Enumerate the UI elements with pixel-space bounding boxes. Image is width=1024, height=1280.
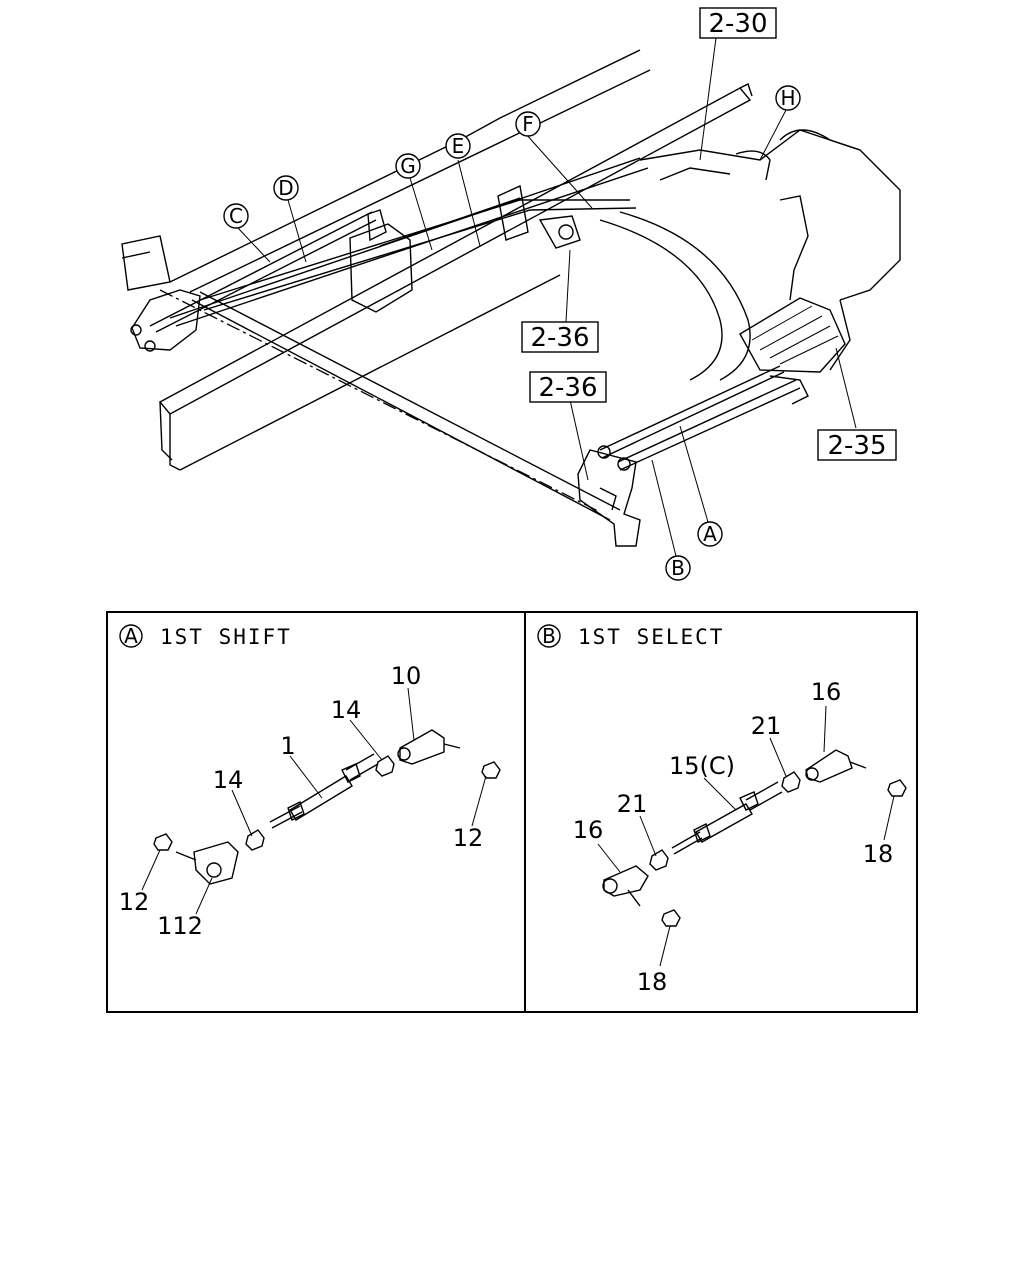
nut-14-left [245, 829, 265, 851]
rear-bracket [577, 449, 641, 547]
callout-e-letter: E [452, 134, 465, 158]
panel-b-title: 1ST SELECT [578, 625, 724, 649]
part-label-15c: 15(C) [669, 752, 735, 780]
reference-2-30-text: 2-30 [708, 9, 767, 39]
callout-h: H [775, 85, 801, 111]
ball-joint-10 [397, 729, 461, 765]
callout-c-letter: C [229, 204, 243, 228]
front-bracket [130, 209, 413, 352]
nut-21-left [649, 849, 669, 871]
reference-box-2-30[interactable]: 2-30 [699, 7, 777, 39]
shift-select-rods [597, 365, 801, 471]
select-rod-15c [671, 781, 783, 855]
callout-g-letter: G [400, 154, 416, 178]
panel-b-letter: B [542, 624, 556, 648]
ball-joint-112 [175, 841, 239, 885]
callout-h-letter: H [780, 86, 795, 110]
reference-box-2-36-bottom[interactable]: 2-36 [529, 371, 607, 403]
callout-g: G [395, 153, 421, 179]
part-label-16-left: 16 [573, 816, 604, 844]
part-label-14-left: 14 [213, 766, 244, 794]
transmission-housing [599, 129, 901, 381]
part-label-21-left: 21 [617, 790, 648, 818]
nut-18-right [887, 779, 907, 797]
part-label-14-right: 14 [331, 696, 362, 724]
callout-c: C [223, 203, 249, 229]
control-cables [149, 157, 649, 333]
nut-12-right [481, 761, 501, 779]
callout-f-letter: F [522, 112, 534, 136]
detail-panels-frame [106, 611, 918, 1013]
ball-joint-16-left [602, 865, 649, 907]
nut-14-right [375, 755, 395, 777]
reference-box-2-35[interactable]: 2-35 [817, 429, 897, 461]
overview-drawing: C D G E F H A B [121, 7, 901, 581]
callout-a: A [697, 521, 723, 547]
part-label-10: 10 [391, 662, 422, 690]
part-label-21-right: 21 [751, 712, 782, 740]
panel-a-letter: A [124, 624, 138, 648]
callout-d: D [273, 175, 299, 201]
leader-lines [237, 37, 857, 557]
part-label-12-left: 12 [119, 888, 150, 916]
frame-rail [121, 49, 753, 471]
ball-joint-16-right [805, 749, 867, 783]
callout-f: F [515, 111, 541, 137]
reference-box-2-36-top[interactable]: 2-36 [521, 321, 599, 353]
shift-rod-1 [269, 753, 379, 829]
callout-d-letter: D [278, 176, 293, 200]
part-label-112: 112 [157, 912, 203, 940]
callout-b-letter: B [671, 556, 685, 580]
callout-b: B [665, 555, 691, 581]
reference-2-36-top-text: 2-36 [530, 323, 589, 353]
part-label-12-right: 12 [453, 824, 484, 852]
panel-a-1st-shift: A 1ST SHIFT [119, 624, 501, 940]
shift-tower [739, 195, 846, 405]
part-label-16-right: 16 [811, 678, 842, 706]
reference-2-35-text: 2-35 [827, 431, 886, 461]
part-label-1: 1 [280, 732, 295, 760]
part-label-18-right: 18 [863, 840, 894, 868]
reference-2-36-bottom-text: 2-36 [538, 373, 597, 403]
nut-12-left [153, 833, 173, 851]
callout-e: E [445, 133, 471, 159]
nut-21-right [781, 771, 801, 793]
cross-shaft [159, 289, 601, 513]
callout-a-letter: A [703, 522, 717, 546]
panel-a-title: 1ST SHIFT [160, 625, 292, 649]
nut-18-bottom [661, 909, 681, 927]
mid-bracket [497, 184, 581, 249]
panel-b-1st-select: B 1ST SELECT [537, 624, 907, 996]
part-label-18-bottom: 18 [637, 968, 668, 996]
